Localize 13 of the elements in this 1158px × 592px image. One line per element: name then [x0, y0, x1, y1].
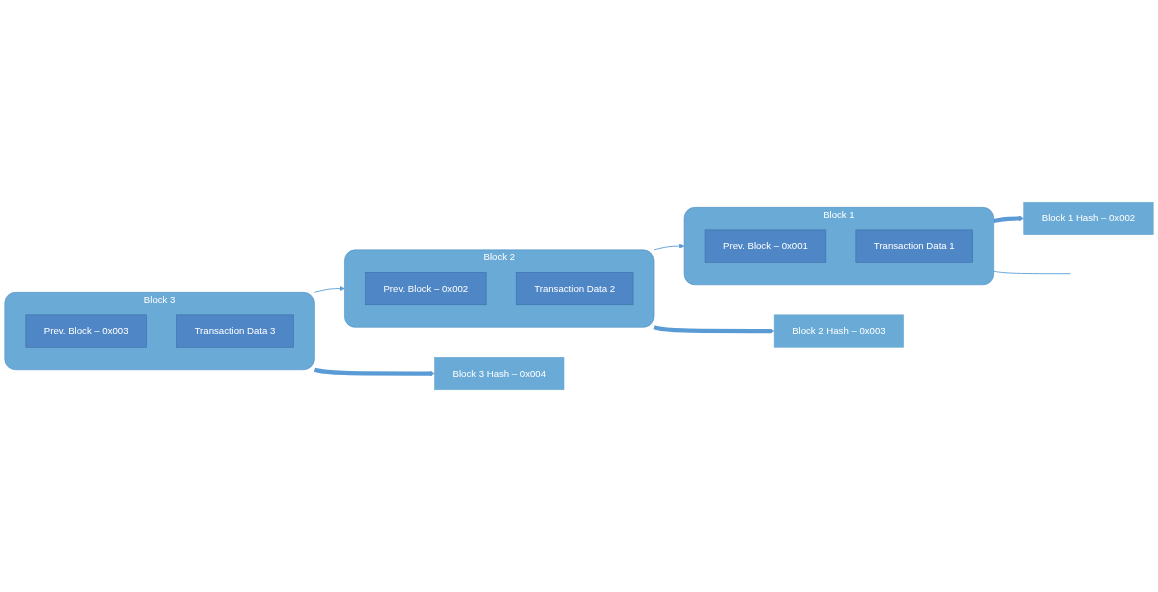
- node-box: Transaction Data 3: [176, 314, 294, 348]
- node-box: Transaction Data 2: [515, 272, 634, 306]
- node-box: Block 3 Hash – 0x004: [434, 357, 565, 391]
- arrow: [993, 215, 1024, 223]
- connector: [993, 270, 1071, 275]
- node-box: Transaction Data 1: [855, 229, 973, 263]
- arrow: [653, 325, 775, 334]
- node-box: Prev. Block – 0x002: [365, 272, 487, 306]
- node-box: Prev. Block – 0x003: [25, 314, 147, 348]
- node-box: Prev. Block – 0x001: [704, 229, 827, 263]
- node-box: Block 2 Hash – 0x003: [773, 314, 904, 348]
- arrow: [313, 367, 435, 377]
- node-box: Block 1 Hash – 0x002: [1023, 201, 1154, 235]
